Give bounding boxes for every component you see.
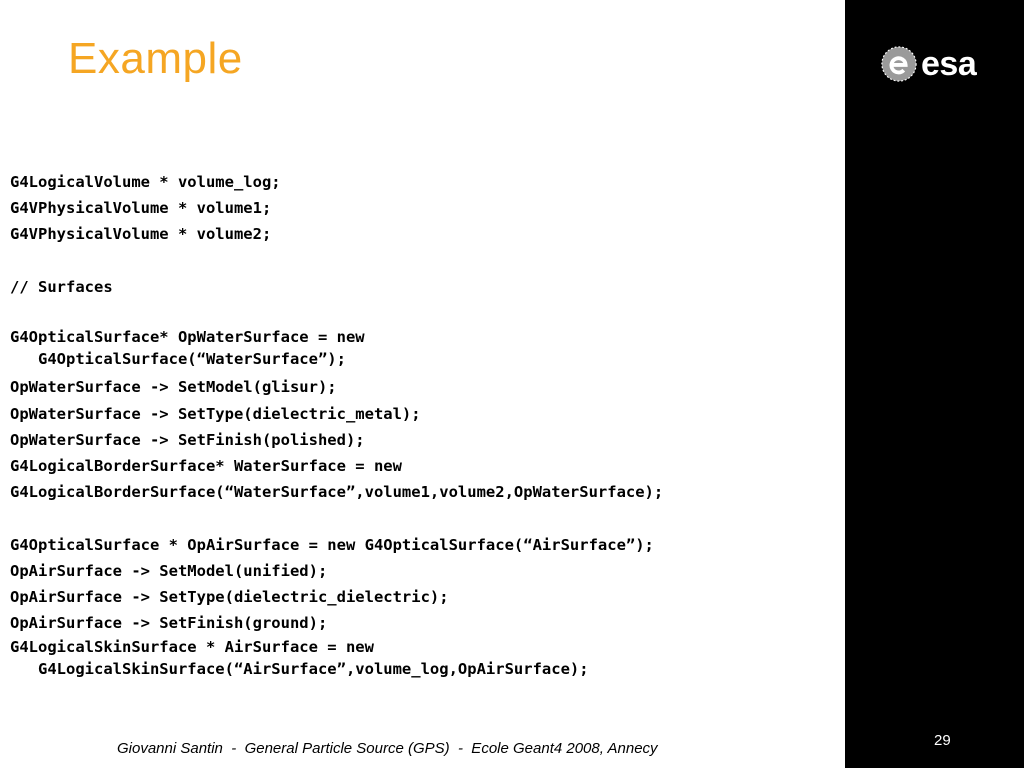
code-line: OpAirSurface -> SetModel(unified); (10, 561, 328, 580)
code-line: // Surfaces (10, 277, 113, 296)
code-line: G4OpticalSurface* OpWaterSurface = new G… (10, 328, 365, 369)
blank-line (10, 248, 870, 274)
right-sidebar-band (845, 0, 1024, 768)
code-line: G4VPhysicalVolume * volume2; (10, 225, 272, 244)
blank-line (10, 300, 870, 326)
code-line: OpWaterSurface -> SetType(dielectric_met… (10, 404, 421, 423)
code-line: G4LogicalSkinSurface * AirSurface = new … (10, 638, 589, 679)
code-listing: G4LogicalVolume * volume_log; G4VPhysical… (10, 169, 870, 685)
blank-line (10, 505, 870, 531)
code-line: OpWaterSurface -> SetModel(glisur); (10, 378, 337, 397)
code-line: OpAirSurface -> SetFinish(ground); (10, 614, 328, 633)
code-line: G4OpticalSurface * OpAirSurface = new G4… (10, 535, 654, 554)
page-number: 29 (934, 732, 951, 749)
code-line: G4LogicalBorderSurface* WaterSurface = n… (10, 456, 402, 475)
esa-logo: esa (880, 44, 977, 84)
code-line: G4LogicalBorderSurface(“WaterSurface”,vo… (10, 483, 664, 502)
code-line: OpWaterSurface -> SetFinish(polished); (10, 430, 365, 449)
slide-title: Example (68, 34, 243, 83)
slide-footer: Giovanni Santin - General Particle Sourc… (117, 740, 658, 757)
code-line: OpAirSurface -> SetType(dielectric_diele… (10, 587, 449, 606)
esa-logo-text: esa (921, 45, 977, 83)
code-line: G4LogicalVolume * volume_log; (10, 173, 281, 191)
esa-globe-icon (881, 46, 917, 82)
code-line: G4VPhysicalVolume * volume1; (10, 199, 272, 218)
